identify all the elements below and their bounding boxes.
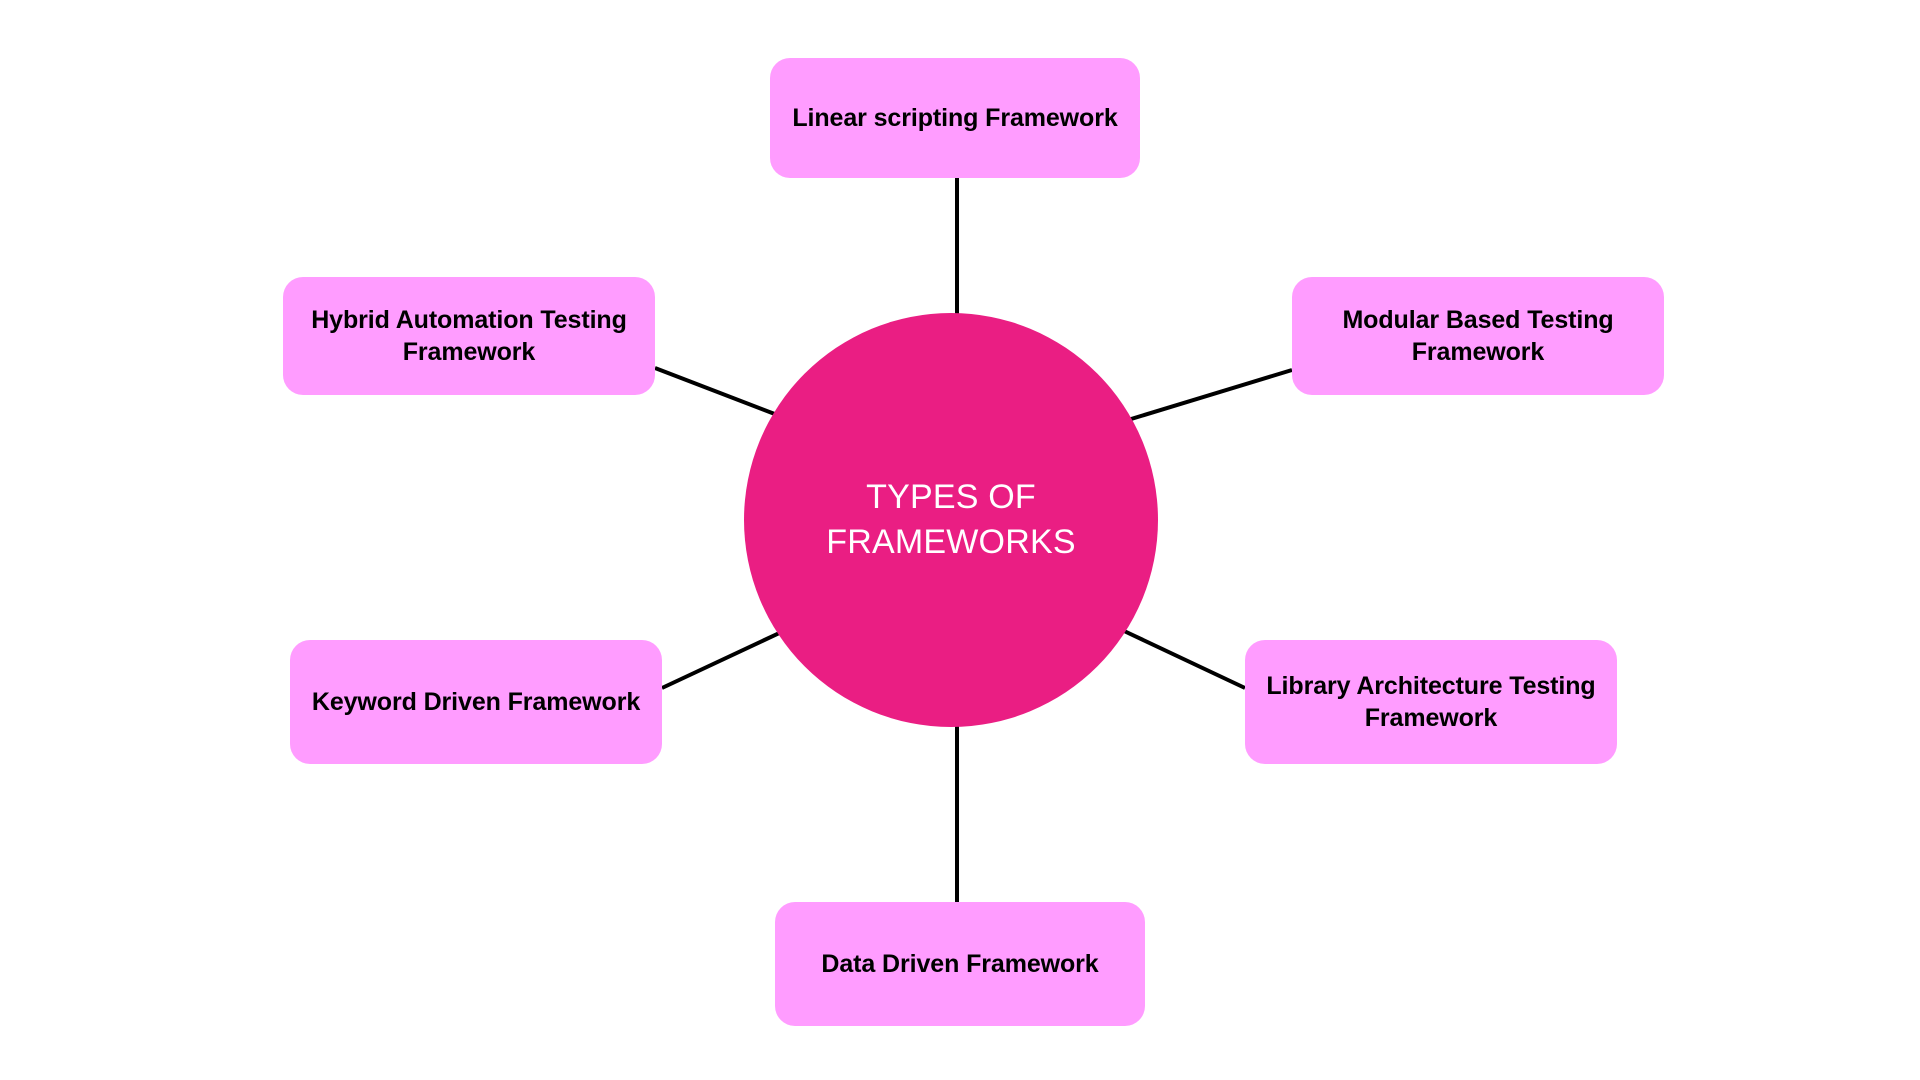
node-label: Library Architecture Testing Framework <box>1266 672 1596 732</box>
node-keyword-driven-framework[interactable]: Keyword Driven Framework <box>290 640 662 764</box>
node-label: Modular Based Testing Framework <box>1342 306 1614 366</box>
connector-modular-based <box>1117 368 1293 425</box>
node-label: Hybrid Automation Testing Framework <box>311 306 627 366</box>
connector-library-architecture <box>1121 628 1246 690</box>
connector-keyword-driven <box>661 626 791 690</box>
node-library-architecture-testing-framework[interactable]: Library Architecture Testing Framework <box>1245 640 1617 764</box>
center-node-label: TYPES OF FRAMEWORKS <box>826 478 1076 561</box>
center-node-types-of-frameworks[interactable]: TYPES OF FRAMEWORKS <box>744 313 1158 727</box>
node-label: Data Driven Framework <box>821 950 1099 978</box>
node-data-driven-framework[interactable]: Data Driven Framework <box>775 902 1145 1026</box>
node-label: Keyword Driven Framework <box>311 688 641 716</box>
node-label: Linear scripting Framework <box>792 104 1118 132</box>
node-linear-scripting-framework[interactable]: Linear scripting Framework <box>770 58 1140 178</box>
node-modular-based-testing-framework[interactable]: Modular Based Testing Framework <box>1292 277 1664 395</box>
node-hybrid-automation-testing-framework[interactable]: Hybrid Automation Testing Framework <box>283 277 655 395</box>
